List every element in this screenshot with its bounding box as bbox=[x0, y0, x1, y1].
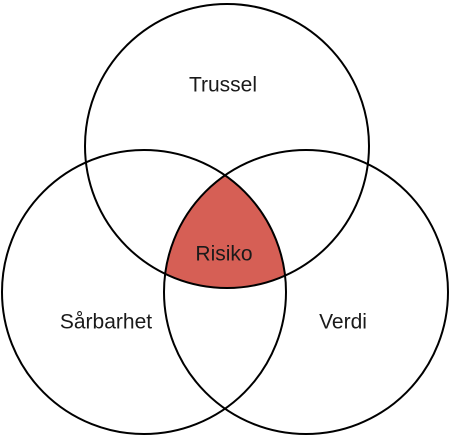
verdi-circle bbox=[163, 149, 449, 435]
sarbarhet-circle bbox=[1, 149, 287, 435]
risiko-label: Risiko bbox=[195, 243, 252, 266]
verdi-label: Verdi bbox=[319, 311, 367, 334]
risk-intersection-region bbox=[164, 150, 286, 288]
sarbarhet-label: Sårbarhet bbox=[60, 311, 152, 334]
trussel-label: Trussel bbox=[189, 74, 257, 97]
trussel-circle bbox=[84, 3, 370, 289]
